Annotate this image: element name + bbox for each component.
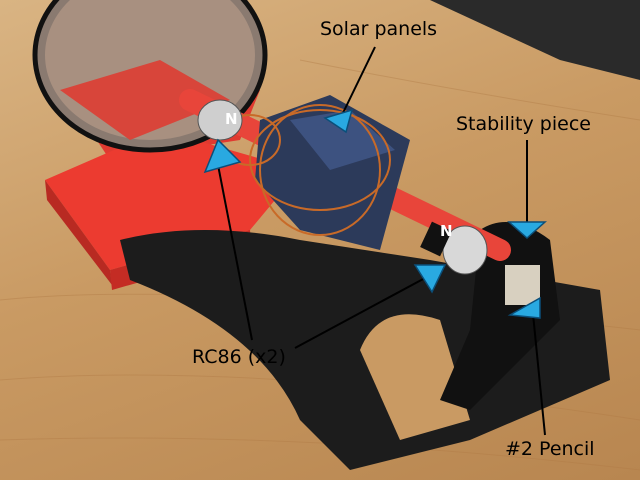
- pencil-tip: [505, 265, 540, 305]
- pencil-marker-icon: [507, 296, 541, 319]
- annotation-lines: [217, 46, 546, 436]
- magnets-label: RC86 (x2): [192, 346, 286, 368]
- magnet-left-marker-icon: [203, 138, 242, 174]
- north-pole-left-label: N: [225, 110, 238, 128]
- solar-panels-marker-icon: [323, 108, 354, 134]
- mirror: [32, 0, 268, 153]
- pencil-label: #2 Pencil: [505, 438, 595, 460]
- stability-piece-marker-icon: [507, 221, 547, 240]
- background-device: [430, 0, 640, 80]
- motor-rotor: [179, 89, 511, 275]
- solar-panels-label: Solar panels: [320, 18, 438, 40]
- magnet-right-marker-icon: [413, 264, 447, 294]
- north-pole-right-label: N: [440, 222, 453, 240]
- stability-piece-label: Stability piece: [456, 113, 591, 135]
